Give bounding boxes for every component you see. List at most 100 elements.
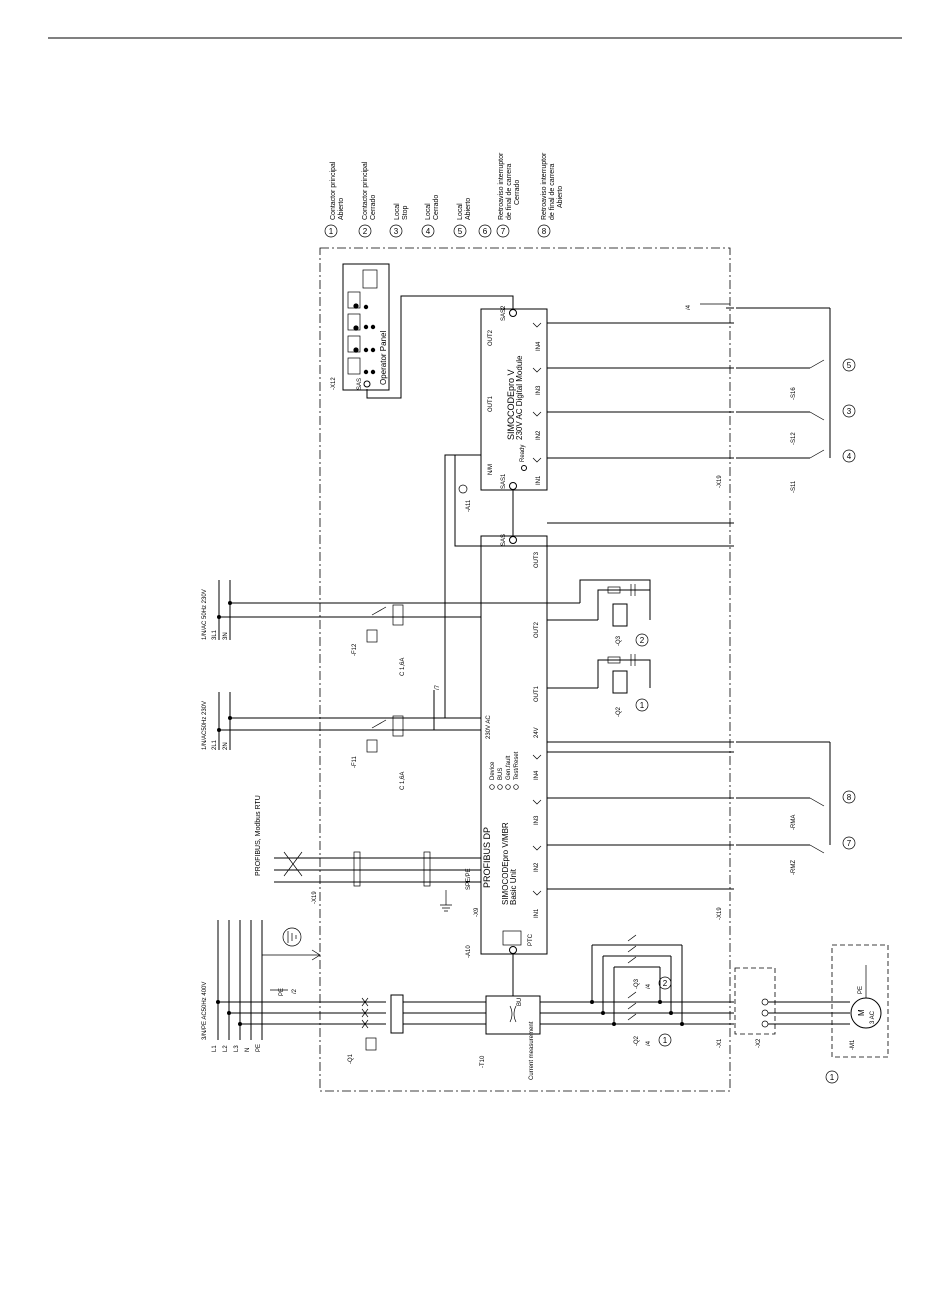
- panel-button: [347, 313, 361, 331]
- junction: [238, 1022, 242, 1026]
- bu-input-optocouplers: [532, 754, 542, 896]
- power-circuit: -Q2 /4 1 -Q3 /4 2 -X1 -X2: [540, 934, 889, 1084]
- junction: [669, 1011, 673, 1015]
- ref-number: 4: [847, 452, 852, 461]
- q3-ref: /4: [646, 983, 652, 989]
- legend-number: 5: [458, 227, 463, 236]
- ground-icon: [440, 904, 452, 912]
- junction: [612, 1022, 616, 1026]
- fuse-f11: [392, 715, 404, 737]
- legend-number-circle: [496, 224, 510, 238]
- sas1-label: SAS1: [501, 473, 507, 489]
- legend-text: Contactor principal: [362, 161, 369, 220]
- legend-item-2: 2 Contactor principal Cerrado: [358, 161, 377, 238]
- fuse-f11-contact: [371, 719, 387, 729]
- basic-unit-box: [480, 535, 548, 955]
- legend-item-7: 7 Retroaviso interruptor de final de car…: [496, 152, 521, 238]
- basic-unit: SAS PROFIBUS DP SIMOCODEpro V/MBR Basic …: [466, 490, 548, 958]
- legend-number: 1: [329, 227, 334, 236]
- ref-circle-motor: [825, 1070, 839, 1084]
- nm-label: N/M: [488, 464, 494, 475]
- f2-label: /2: [292, 988, 298, 994]
- f11-rating: C 1,6A: [400, 772, 406, 790]
- ref-number: 3: [847, 407, 852, 416]
- x19-label-dm: -X19: [717, 475, 723, 488]
- main-supply: 3/N/PE AC50Hz 400V L1 L2 L3 N PE PE /2: [202, 920, 386, 1052]
- fuse-f12: [392, 604, 404, 626]
- breaker-q1-box: [390, 994, 404, 1034]
- arrow: [311, 949, 321, 961]
- rc-resistor: [607, 656, 621, 664]
- supply-2: 1/N/AC 50Hz 230V 3L1 3N -F12 C 1,6A: [202, 580, 580, 676]
- supply-label: 230V AC: [486, 715, 492, 739]
- ref-number: 1: [640, 701, 645, 710]
- legend-text: Stop: [402, 205, 409, 220]
- sas2-label: SAS2: [501, 305, 507, 321]
- legend-number-circle: [478, 224, 492, 238]
- line-label-l2: L2: [223, 1045, 229, 1052]
- q2-coil-label: -Q2: [616, 706, 622, 717]
- ref-circle-q2: [635, 698, 649, 712]
- panel-led: [363, 304, 369, 310]
- junction: [590, 1000, 594, 1004]
- legend-text: Abierto: [557, 186, 564, 208]
- panel-led: [353, 303, 359, 309]
- motor-type: 3 AC: [870, 1010, 876, 1024]
- legend-number: 3: [394, 227, 399, 236]
- legend-number-circle: [537, 224, 551, 238]
- v24-label: 24V: [534, 727, 540, 738]
- panel-led: [363, 347, 369, 353]
- line-label-pe: PE: [256, 1044, 262, 1052]
- basic-unit-bu-port: [509, 946, 517, 954]
- s12-label: -S12: [791, 432, 797, 445]
- ref-circle-7: [842, 836, 856, 850]
- led-bus-label: BUS: [498, 768, 504, 780]
- legend-number-circle: [453, 224, 467, 238]
- f7-label: /7: [435, 684, 441, 690]
- operator-panel-title: Operator Panel: [379, 331, 388, 385]
- digital-module-box: [480, 308, 548, 491]
- ref-number: 5: [847, 361, 852, 370]
- motor-pe-label: PE: [858, 986, 864, 994]
- panel-led: [363, 324, 369, 330]
- rma-label: -RMA: [791, 815, 797, 830]
- legend-text: Cerrado: [433, 195, 440, 220]
- s11-label: -S11: [791, 480, 797, 493]
- in4-label: IN4: [536, 341, 542, 351]
- panel-led: [370, 347, 376, 353]
- led-device-label: Device: [490, 761, 496, 780]
- legend-text: Retroaviso interruptor: [541, 152, 548, 220]
- operator-panel-tag: -X12: [331, 377, 337, 390]
- panel-led: [370, 324, 376, 330]
- digital-module-sas1-port: [509, 482, 517, 490]
- operator-panel-sas-label: SAS: [357, 378, 363, 390]
- q3-coil-label: -Q3: [616, 635, 622, 646]
- legend-number: 2: [363, 227, 368, 236]
- ref-number: 2: [663, 979, 668, 988]
- legend-item-5: 5 Local Abierto: [453, 198, 472, 238]
- rc-resistor: [607, 586, 621, 594]
- in3-label: IN3: [536, 385, 542, 395]
- digital-module-tag: -A11: [466, 499, 472, 512]
- supply2-label: 1/N/AC 50Hz 230V: [202, 589, 208, 640]
- legend-number: 8: [542, 227, 547, 236]
- x9-label: -X9: [474, 907, 480, 917]
- coil-q2: [612, 670, 628, 694]
- coil-q2-feed: [597, 659, 651, 688]
- x1-label: -X1: [717, 1038, 723, 1048]
- supply1-line-l: 2L1: [212, 739, 218, 750]
- led-gen-fault: [505, 784, 511, 790]
- breaker-q1: -Q1: [348, 994, 486, 1064]
- line-label-l1: L1: [212, 1045, 218, 1052]
- current-input-socket: [502, 930, 522, 946]
- main-supply-label: 3/N/PE AC50Hz 400V: [202, 982, 208, 1040]
- junction: [601, 1011, 605, 1015]
- basic-unit-sas-label: SAS: [501, 534, 507, 546]
- bus-label: PROFIBUS, Modbus RTU: [255, 795, 262, 876]
- f11-label: -F11: [352, 755, 358, 768]
- panel-button: [347, 357, 361, 375]
- bu-label: BU: [517, 998, 523, 1006]
- motor-label: M: [857, 1009, 866, 1016]
- f4-label: /4: [686, 304, 692, 310]
- pe-icon: [458, 484, 468, 494]
